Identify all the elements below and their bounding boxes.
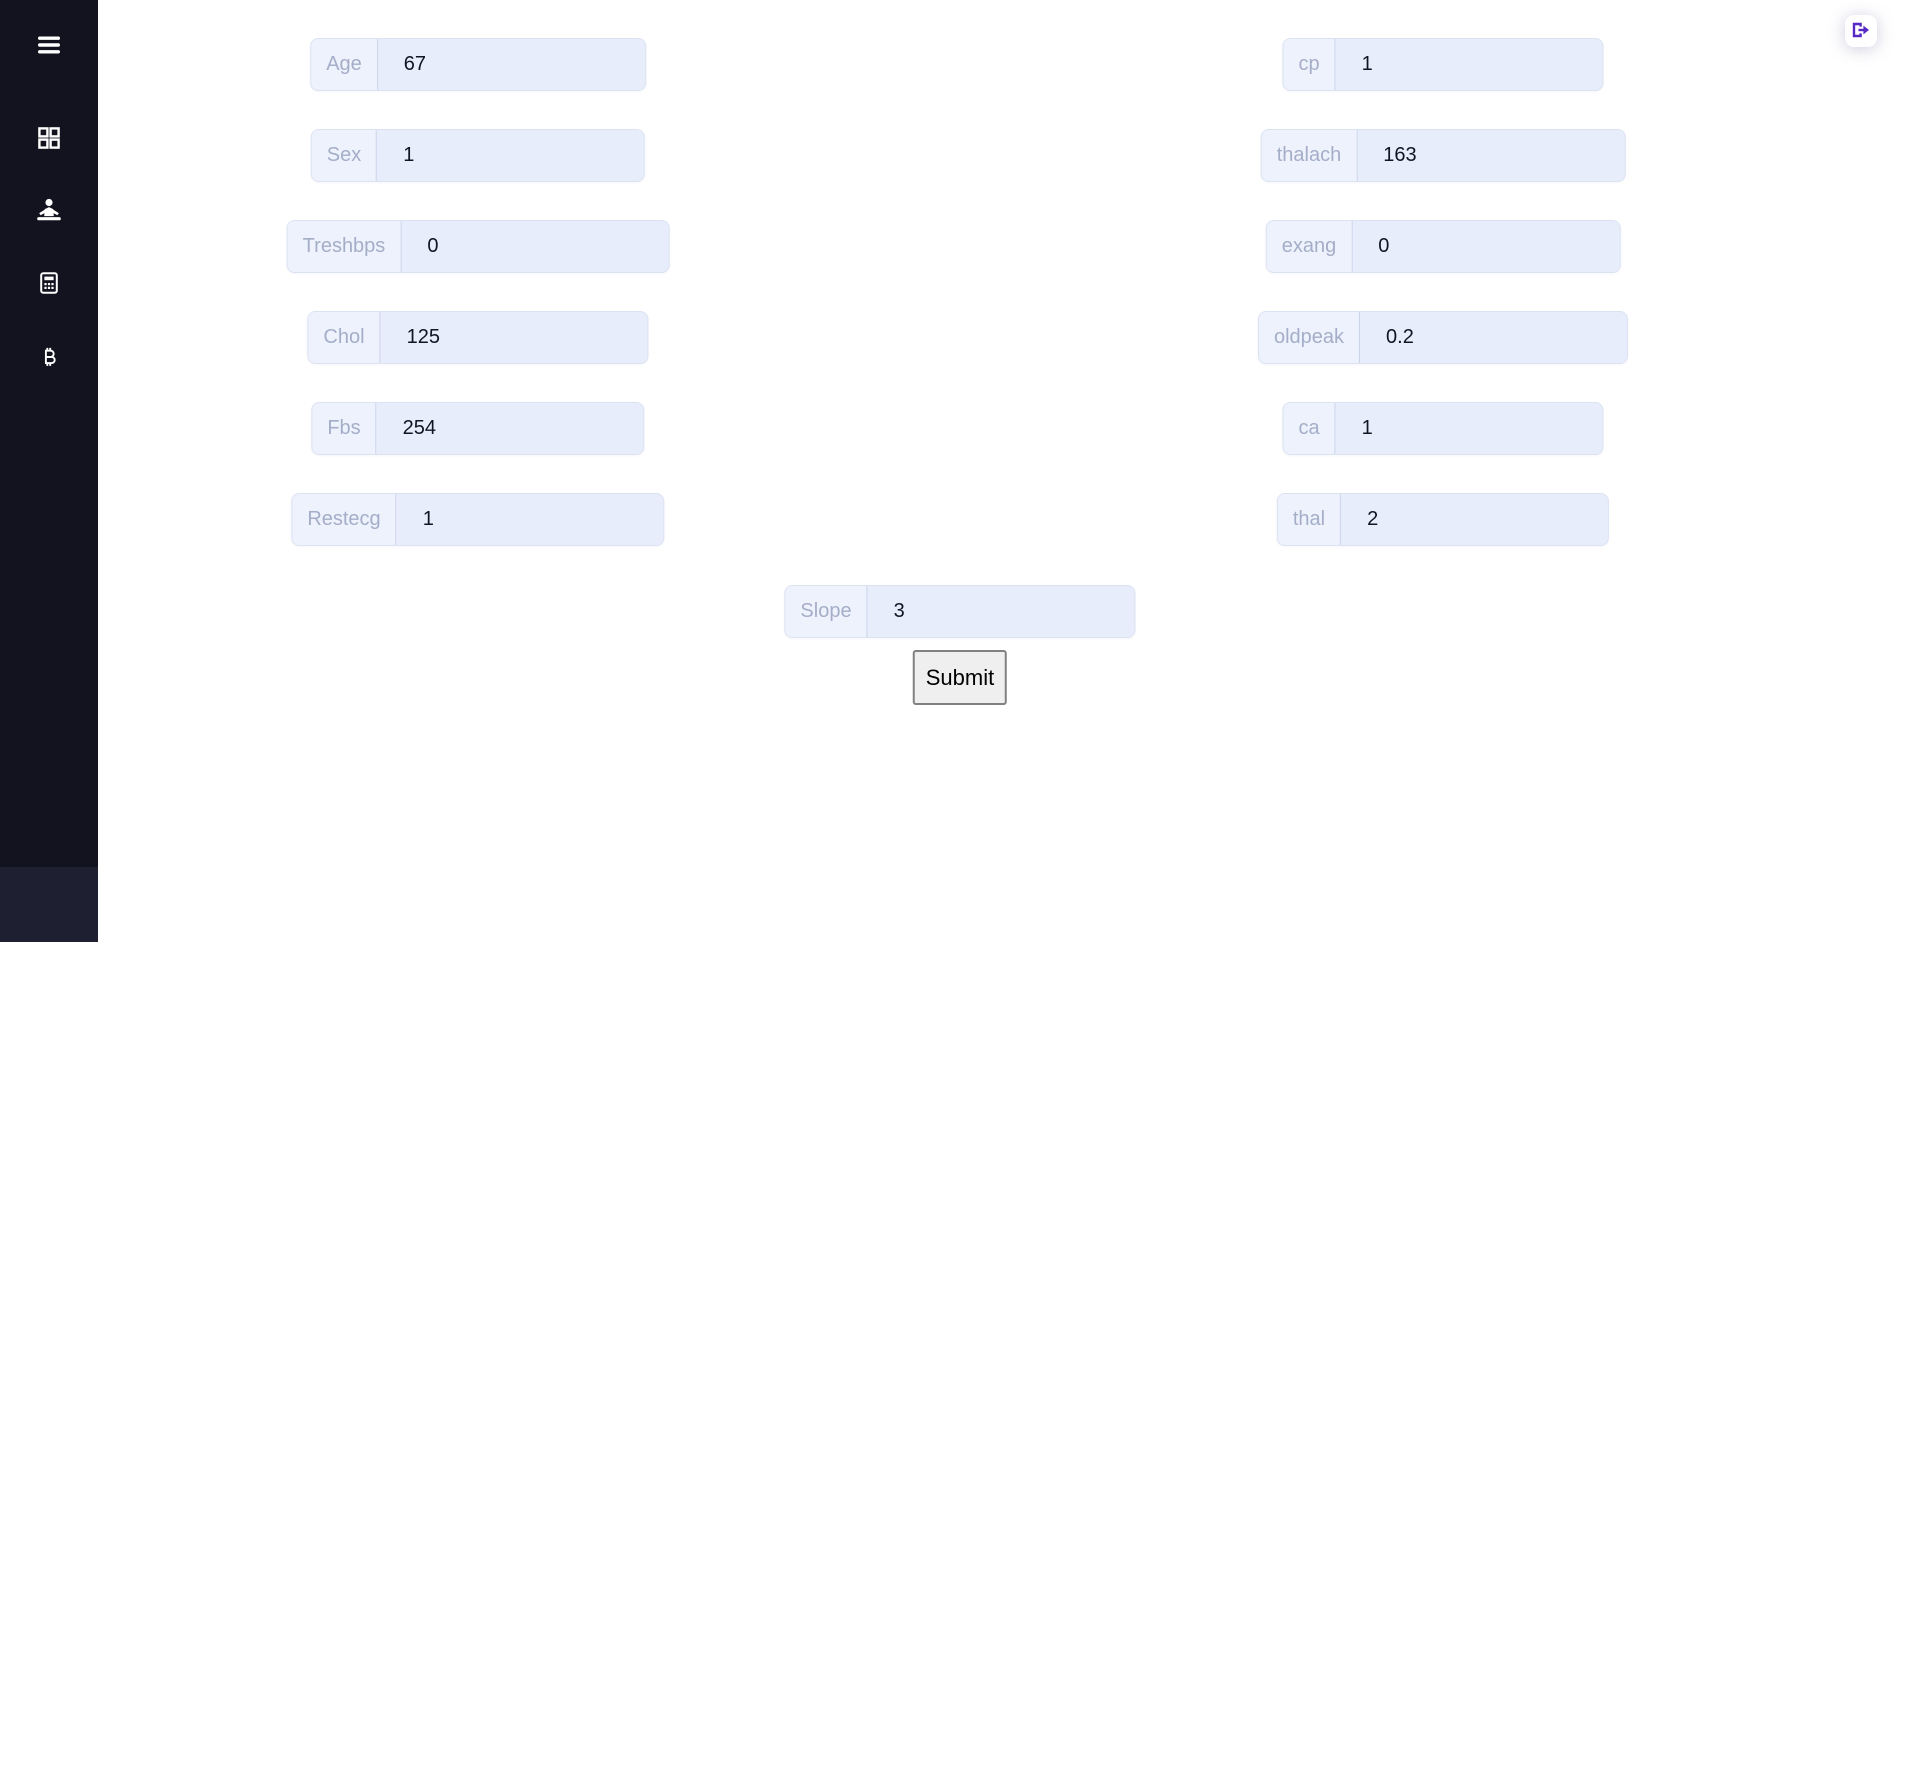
calculator-icon [40,272,58,294]
logout-button[interactable] [38,1762,61,1782]
field-treshbps-label: Treshbps [287,221,402,272]
field-sex: Sex [310,129,646,182]
sidebar-item-calculator[interactable] [40,272,58,294]
field-age: Age [310,38,646,91]
sidebar-item-patient[interactable] [34,198,64,223]
field-thal-label: thal [1277,494,1342,545]
sidebar-item-bitcoin[interactable] [42,347,56,368]
field-exang-label: exang [1266,221,1353,272]
field-oldpeak-input[interactable] [1360,312,1628,363]
person-at-desk-icon [34,198,64,223]
dashboard-grid-icon [38,127,60,149]
field-slope: Slope [784,585,1136,638]
field-restecg-input[interactable] [396,494,664,545]
field-ca-label: ca [1283,403,1336,454]
field-fbs-input[interactable] [376,403,644,454]
field-treshbps: Treshbps [286,220,670,273]
field-thal-input[interactable] [1341,494,1609,545]
field-restecg-label: Restecg [292,494,397,545]
bitcoin-icon [42,347,56,368]
field-oldpeak-label: oldpeak [1258,312,1361,363]
hamburger-icon [38,36,60,54]
field-sex-label: Sex [311,130,378,181]
field-thalach: thalach [1260,129,1626,182]
field-thalach-label: thalach [1261,130,1358,181]
field-treshbps-input[interactable] [401,221,669,272]
field-thal: thal [1276,493,1610,546]
field-fbs-label: Fbs [312,403,377,454]
field-exang-input[interactable] [1352,221,1620,272]
field-chol: Chol [307,311,649,364]
sidebar [0,0,98,1782]
field-slope-label: Slope [785,586,868,637]
sign-out-arrow-icon [1852,22,1870,41]
field-cp-label: cp [1283,39,1336,90]
field-exang: exang [1265,220,1621,273]
field-thalach-input[interactable] [1357,130,1625,181]
sidebar-footer [0,867,98,1782]
field-restecg: Restecg [291,493,665,546]
field-ca: ca [1282,402,1604,455]
menu-toggle-button[interactable] [38,36,60,54]
submit-button[interactable]: Submit [912,650,1008,705]
sidebar-item-dashboard[interactable] [38,127,60,149]
field-fbs: Fbs [311,402,645,455]
field-cp-input[interactable] [1335,39,1603,90]
field-chol-input[interactable] [380,312,648,363]
field-sex-input[interactable] [377,130,645,181]
field-slope-input[interactable] [867,586,1135,637]
field-age-input[interactable] [377,39,645,90]
field-chol-label: Chol [308,312,381,363]
field-ca-input[interactable] [1335,403,1603,454]
field-oldpeak: oldpeak [1257,311,1629,364]
signout-button[interactable] [1845,15,1877,47]
field-cp: cp [1282,38,1604,91]
logout-icon [38,1762,61,1782]
field-age-label: Age [311,39,378,90]
